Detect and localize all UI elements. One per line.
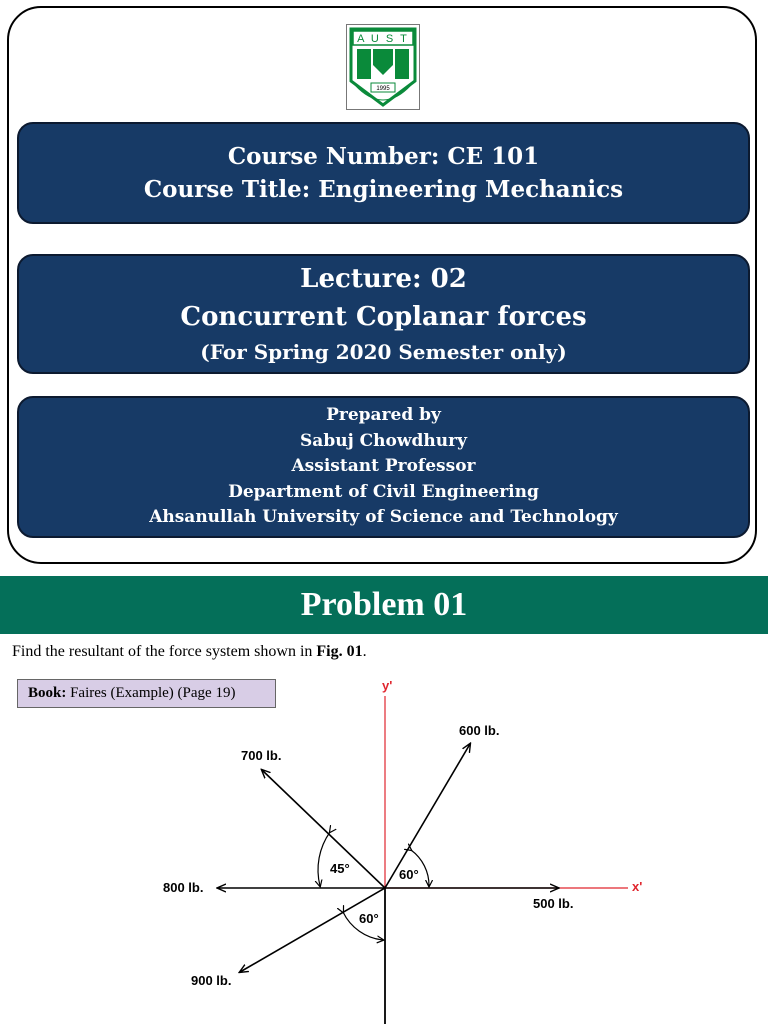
problem-statement: Find the resultant of the force system s… — [12, 643, 367, 661]
svg-text:1995: 1995 — [376, 86, 390, 92]
author-name: Sabuj Chowdhury — [300, 430, 467, 451]
svg-text:A U S T: A U S T — [357, 33, 409, 45]
force-900-vector — [240, 887, 386, 972]
force-700-label: 700 lb. — [241, 748, 281, 763]
problem-heading: Problem 01 — [0, 576, 768, 634]
author-panel: Prepared by Sabuj Chowdhury Assistant Pr… — [17, 396, 750, 538]
force-diagram: y' x' 600 lb. 700 lb. 800 lb. 500 lb. 90… — [163, 678, 642, 1024]
force-800-label: 800 lb. — [163, 880, 203, 895]
author-position: Assistant Professor — [291, 456, 476, 477]
course-panel: Course Number: CE 101 Course Title: Engi… — [17, 122, 750, 224]
angle-60-upper-arc — [411, 850, 429, 886]
lecture-number: Lecture: 02 — [300, 264, 467, 294]
figure-reference: Fig. 01 — [316, 643, 363, 660]
angle-45-arc — [318, 832, 330, 886]
force-600-vector — [384, 744, 470, 889]
aust-logo: A U S T 1995 — [346, 24, 420, 110]
angle-60-lower-label: 60° — [359, 911, 379, 926]
course-number: Course Number: CE 101 — [227, 143, 540, 170]
author-university: Ahsanullah University of Science and Tec… — [149, 507, 618, 528]
lecture-topic: Concurrent Coplanar forces — [180, 302, 587, 332]
angle-60-upper-label: 60° — [399, 867, 419, 882]
force-600-label: 600 lb. — [459, 723, 499, 738]
lecture-panel: Lecture: 02 Concurrent Coplanar forces (… — [17, 254, 750, 374]
prepared-by-label: Prepared by — [326, 405, 441, 426]
y-axis-label: y' — [382, 678, 392, 693]
force-500-label: 500 lb. — [533, 896, 573, 911]
book-reference: Book: Faires (Example) (Page 19) — [17, 679, 276, 708]
angle-60-lower-arc — [343, 912, 383, 940]
aust-seal-icon: A U S T 1995 — [349, 27, 417, 107]
author-department: Department of Civil Engineering — [228, 481, 539, 502]
book-text: Faires (Example) (Page 19) — [66, 685, 236, 701]
force-900-label: 900 lb. — [191, 973, 231, 988]
x-axis-label: x' — [632, 879, 642, 894]
book-label: Book: — [28, 685, 67, 701]
statement-suffix: . — [362, 643, 367, 660]
course-title: Course Title: Engineering Mechanics — [143, 176, 624, 203]
angle-45-label: 45° — [330, 861, 350, 876]
force-700-vector — [262, 770, 386, 889]
statement-prefix: Find the resultant of the force system s… — [12, 643, 317, 660]
lecture-note: (For Spring 2020 Semester only) — [200, 340, 567, 364]
